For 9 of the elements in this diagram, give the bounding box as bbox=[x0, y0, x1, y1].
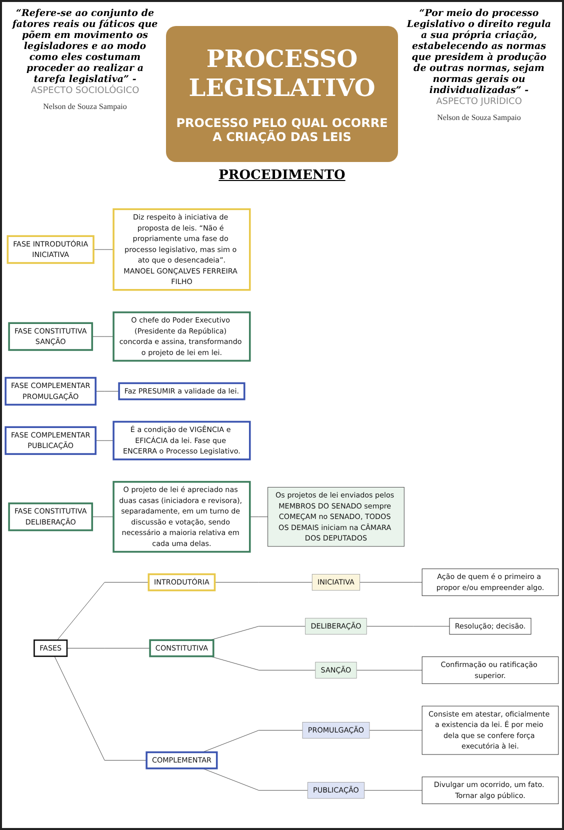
aspect-label: ASPECTO JURÍDICO bbox=[435, 97, 523, 107]
author-name: Nelson de Souza Sampaio bbox=[42, 102, 128, 111]
title: PROCESSO LEGISLATIVO bbox=[188, 44, 376, 102]
aspect-label: ASPECTO SOCIOLÓGICO bbox=[30, 86, 140, 96]
subtitle: PROCESSO PELO QUAL OCORRE A CRIAÇÃO DAS LEIS bbox=[175, 116, 389, 144]
quote-text: “Por meio do processo Legislativo o direito regula a sua própria criação, estabelecendo as normas que presidem à produção de outras normas, sejam normas gerais ou individualizadas” - bbox=[406, 8, 552, 96]
quote-text: “Refere-se ao conjunto de fatores reais ou fáticos que põem em movimento os legisladores e ao modo como eles costumam proceder ao realizar a tarefa legislativa” - bbox=[11, 8, 159, 85]
section-heading: PROCEDIMENTO bbox=[218, 168, 346, 183]
author-name: Nelson de Souza Sampaio bbox=[436, 113, 522, 122]
